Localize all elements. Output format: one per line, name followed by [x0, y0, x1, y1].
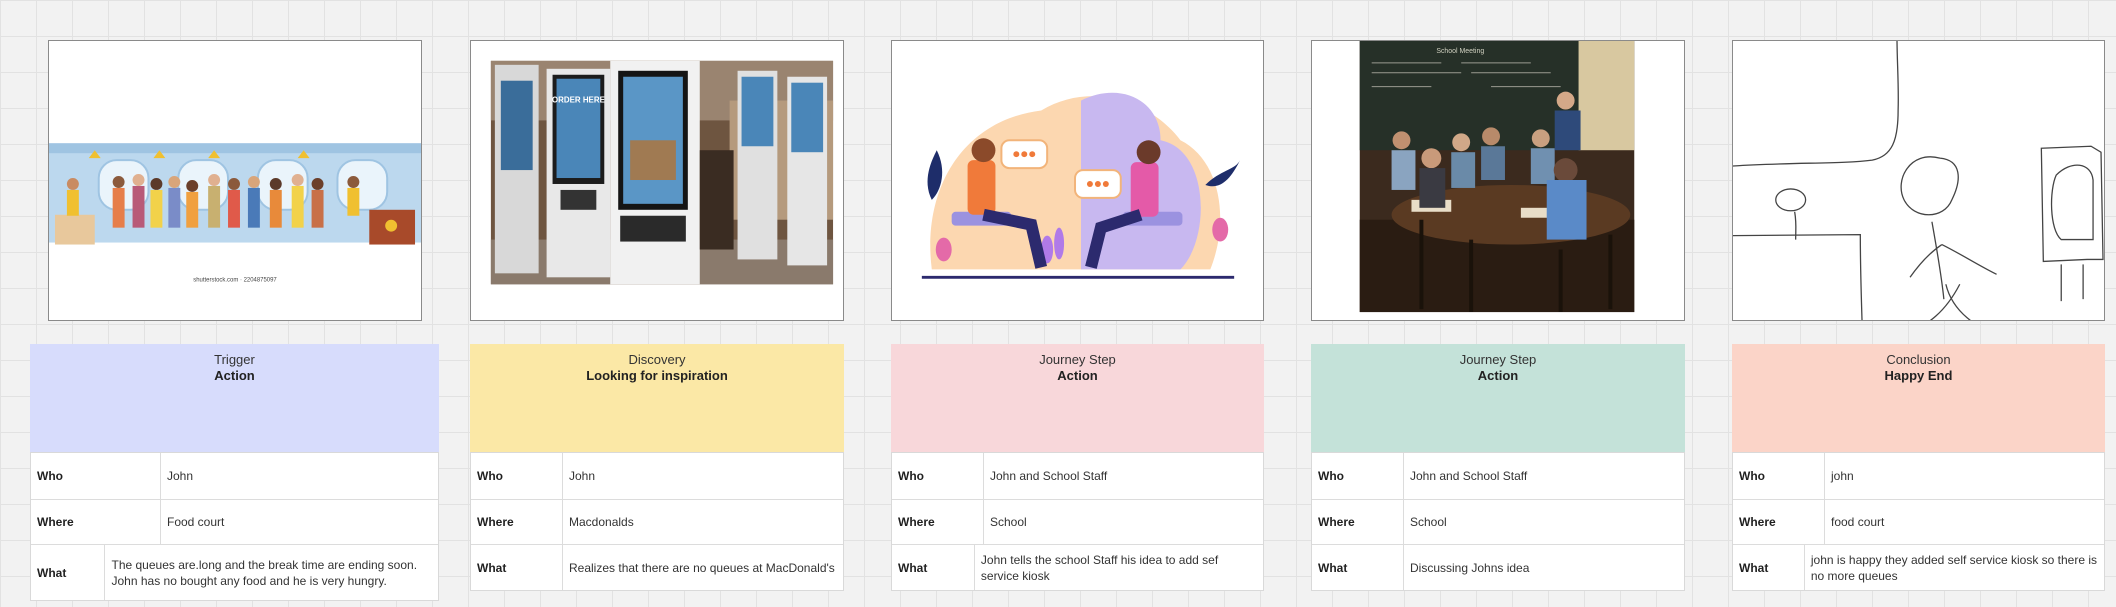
table-row-who[interactable]: Who John — [31, 453, 438, 499]
row-label: Where — [471, 500, 563, 544]
table-row-who[interactable]: Who John and School Staff — [892, 453, 1263, 499]
row-label: Who — [31, 453, 161, 499]
chalkboard-text: School Meeting — [1436, 48, 1484, 55]
row-label: What — [1733, 545, 1805, 590]
two-people-talking-illustration — [921, 92, 1241, 279]
table-row-what[interactable]: What john is happy they added self servi… — [1733, 544, 2104, 590]
details-table-1: Who John Where Food court What The queue… — [30, 452, 439, 601]
image-frame-4[interactable]: School Meeting — [1311, 40, 1685, 321]
column-category-journey-step: Journey Step — [1039, 352, 1116, 367]
image-frame-1[interactable]: shutterstock.com · 2204875097 — [48, 40, 422, 321]
row-value[interactable]: John — [167, 469, 194, 483]
column-title: Action — [1477, 368, 1519, 383]
column-title: Action — [214, 368, 255, 383]
row-label: Where — [892, 500, 984, 544]
column-category-journey-step: Journey Step — [1459, 352, 1537, 367]
row-label: Who — [1312, 453, 1404, 499]
row-label: Where — [1312, 500, 1404, 544]
table-row-where[interactable]: Where Food court — [31, 499, 438, 544]
table-row-who[interactable]: Who John and School Staff — [1312, 453, 1684, 499]
column-header-5[interactable]: Conclusion Happy End — [1732, 344, 2105, 452]
column-title: Looking for inspiration — [586, 368, 728, 383]
table-row-where[interactable]: Where School — [892, 499, 1263, 544]
image-caption: shutterstock.com · 2204875097 — [193, 277, 277, 283]
kiosk-sign: ORDER HERE — [552, 96, 605, 105]
table-row-where[interactable]: Where Macdonalds — [471, 499, 843, 544]
column-header-4[interactable]: Journey Step Action — [1311, 344, 1685, 452]
table-row-where[interactable]: Where School — [1312, 499, 1684, 544]
row-label: Where — [1733, 500, 1825, 544]
row-value[interactable]: School — [1410, 515, 1447, 529]
details-table-4: Who John and School Staff Where School W… — [1311, 452, 1685, 591]
table-row-who[interactable]: Who John — [471, 453, 843, 499]
column-header-1[interactable]: Trigger Action — [30, 344, 439, 452]
row-value[interactable]: John tells the school Staff his idea to … — [980, 552, 1219, 583]
hand-drawn-sketch — [1733, 41, 2104, 320]
column-category-discovery: Discovery — [628, 352, 686, 367]
column-category-conclusion: Conclusion — [1886, 352, 1951, 367]
row-value[interactable]: Macdonalds — [569, 515, 634, 529]
row-label: Where — [31, 500, 161, 544]
row-value[interactable]: food court — [1831, 515, 1885, 529]
details-table-2: Who John Where Macdonalds What Realizes … — [470, 452, 844, 591]
image-frame-5[interactable] — [1732, 40, 2105, 321]
column-category-trigger: Trigger — [214, 352, 255, 367]
row-value[interactable]: Realizes that there are no queues at Mac… — [569, 560, 835, 575]
row-value[interactable]: The queues are.long and the break time a… — [111, 557, 418, 588]
table-row-who[interactable]: Who john — [1733, 453, 2104, 499]
image-frame-3[interactable] — [891, 40, 1264, 321]
row-label: What — [31, 545, 106, 600]
row-label: What — [892, 545, 975, 590]
row-value[interactable]: John — [569, 469, 596, 483]
row-value[interactable]: john is happy they added self service ki… — [1810, 552, 2098, 583]
row-label: What — [1312, 545, 1404, 590]
row-value[interactable]: Discussing Johns idea — [1410, 560, 1530, 575]
row-label: Who — [892, 453, 984, 499]
image-frame-2[interactable]: ORDER HERE — [470, 40, 844, 321]
food-court-queue-illustration: shutterstock.com · 2204875097 — [49, 143, 421, 283]
table-row-where[interactable]: Where food court — [1733, 499, 2104, 544]
order-here-kiosks-photo: ORDER HERE — [490, 60, 834, 285]
details-table-3: Who John and School Staff Where School W… — [891, 452, 1264, 591]
table-row-what[interactable]: What John tells the school Staff his ide… — [892, 544, 1263, 590]
column-title: Happy End — [1884, 368, 1953, 383]
row-label: Who — [1733, 453, 1825, 499]
column-title: Action — [1057, 368, 1098, 383]
row-value[interactable]: John and School Staff — [990, 469, 1108, 483]
row-value[interactable]: John and School Staff — [1410, 469, 1528, 483]
table-row-what[interactable]: What Discussing Johns idea — [1312, 544, 1684, 590]
row-value[interactable]: Food court — [167, 515, 225, 529]
row-label: Who — [471, 453, 563, 499]
school-meeting-photo: School Meeting — [1359, 41, 1635, 313]
column-header-3[interactable]: Journey Step Action — [891, 344, 1264, 452]
row-value[interactable]: School — [990, 515, 1027, 529]
table-row-what[interactable]: What Realizes that there are no queues a… — [471, 544, 843, 590]
column-header-2[interactable]: Discovery Looking for inspiration — [470, 344, 844, 452]
row-value[interactable]: john — [1831, 469, 1854, 483]
row-label: What — [471, 545, 563, 590]
table-row-what[interactable]: What The queues are.long and the break t… — [31, 544, 438, 600]
details-table-5: Who john Where food court What john is h… — [1732, 452, 2105, 591]
